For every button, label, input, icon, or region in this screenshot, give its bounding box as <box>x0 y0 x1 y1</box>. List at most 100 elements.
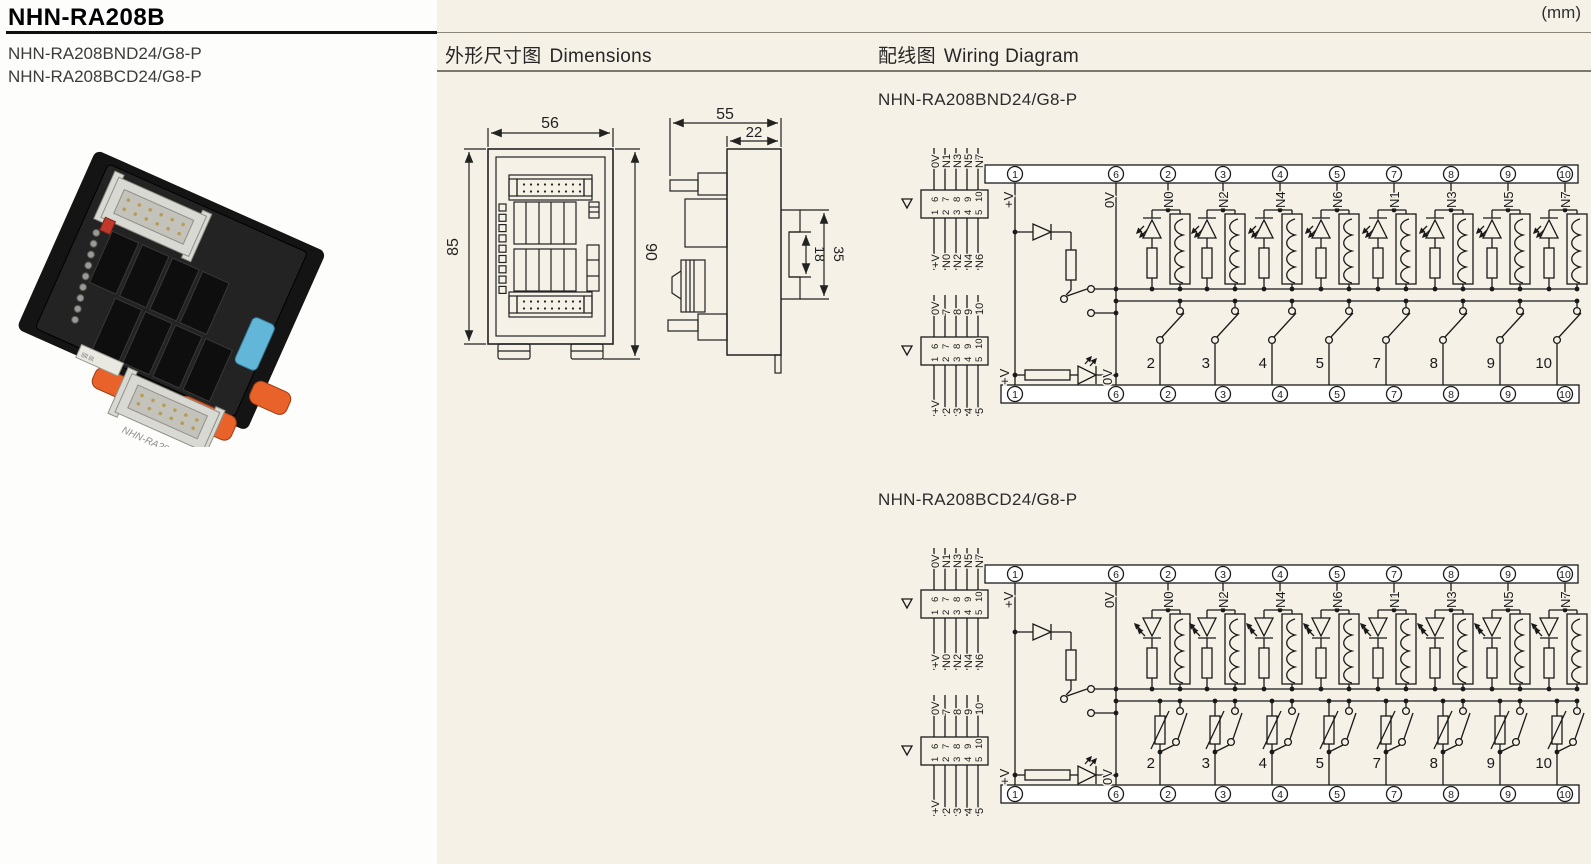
svg-text:4: 4 <box>963 408 975 414</box>
svg-text:2: 2 <box>941 210 952 215</box>
svg-text:8: 8 <box>1448 389 1454 401</box>
svg-text:7: 7 <box>941 344 952 349</box>
svg-text:N3: N3 <box>952 554 964 568</box>
svg-text:10: 10 <box>1559 789 1571 801</box>
svg-text:+V: +V <box>997 768 1012 785</box>
svg-text:4: 4 <box>1277 169 1283 181</box>
svg-text:5: 5 <box>974 757 985 762</box>
svg-text:1: 1 <box>1012 169 1018 181</box>
svg-text:0V: 0V <box>1102 592 1117 608</box>
svg-text:N5: N5 <box>963 154 975 168</box>
svg-text:N3: N3 <box>1444 591 1459 608</box>
svg-text:0V: 0V <box>1100 769 1115 785</box>
svg-text:6: 6 <box>1113 789 1119 801</box>
dim-front-height-outer: 90 <box>642 243 659 261</box>
svg-text:9: 9 <box>1505 389 1511 401</box>
section-rule-bottom <box>437 70 1591 72</box>
svg-text:4: 4 <box>1277 389 1283 401</box>
wiring-diagram-1-title: NHN-RA208BND24/G8-P <box>878 90 1078 109</box>
title-rule <box>6 31 437 34</box>
svg-text:5: 5 <box>1334 789 1340 801</box>
svg-text:1: 1 <box>1012 789 1018 801</box>
svg-text:7: 7 <box>941 197 952 202</box>
svg-text:1: 1 <box>1012 569 1018 581</box>
svg-text:7: 7 <box>941 309 953 315</box>
svg-text:2: 2 <box>1165 789 1171 801</box>
svg-text:8: 8 <box>1430 755 1438 772</box>
svg-text:9: 9 <box>963 597 974 602</box>
svg-text:8: 8 <box>1448 569 1454 581</box>
product-photo: ||||| |||| NHN-RA208BND24 <box>18 151 325 447</box>
svg-text:8: 8 <box>1448 789 1454 801</box>
svg-text:4: 4 <box>963 610 974 615</box>
svg-text:5: 5 <box>1316 755 1324 772</box>
section-rule-top <box>437 32 1591 33</box>
svg-text:+V: +V <box>930 254 942 268</box>
svg-text:1: 1 <box>930 357 941 362</box>
svg-text:N6: N6 <box>1330 191 1345 208</box>
svg-text:10: 10 <box>974 338 985 349</box>
wiring-diagram-2-title: NHN-RA208BCD24/G8-P <box>878 490 1078 509</box>
svg-text:N4: N4 <box>1273 591 1288 608</box>
model-line: NHN-RA208BND24/G8-P <box>8 44 202 63</box>
svg-text:5: 5 <box>974 357 985 362</box>
svg-text:6: 6 <box>1113 569 1119 581</box>
svg-text:4: 4 <box>1259 355 1267 372</box>
svg-text:N1: N1 <box>1387 591 1402 608</box>
svg-text:10: 10 <box>1559 389 1571 401</box>
svg-text:0V: 0V <box>1102 192 1117 208</box>
svg-text:7: 7 <box>1391 569 1397 581</box>
svg-text:N7: N7 <box>1558 191 1573 208</box>
svg-text:2: 2 <box>941 357 952 362</box>
svg-text:5: 5 <box>974 210 985 215</box>
svg-text:5: 5 <box>974 408 986 414</box>
svg-text:N5: N5 <box>963 554 975 568</box>
svg-text:7: 7 <box>1391 389 1397 401</box>
svg-text:8: 8 <box>952 709 964 715</box>
red-jumper <box>99 216 117 236</box>
svg-text:5: 5 <box>1334 169 1340 181</box>
svg-text:10: 10 <box>1535 755 1552 772</box>
svg-text:5: 5 <box>1316 355 1324 372</box>
svg-text:9: 9 <box>1487 755 1495 772</box>
svg-text:10: 10 <box>974 703 986 715</box>
svg-text:7: 7 <box>1391 169 1397 181</box>
svg-text:9: 9 <box>963 744 974 749</box>
svg-text:1: 1 <box>930 757 941 762</box>
dim-side-depth: 55 <box>716 106 734 123</box>
ejector-lever <box>234 317 275 371</box>
unit-label: (mm) <box>1541 3 1581 22</box>
svg-text:7: 7 <box>1373 755 1381 772</box>
svg-text:10: 10 <box>974 591 985 602</box>
spec-label-text: ||||| |||| <box>80 352 94 363</box>
svg-text:2: 2 <box>941 757 952 762</box>
svg-text:3: 3 <box>1202 355 1210 372</box>
wiring-header-zh: 配线图 <box>878 46 936 67</box>
svg-text:2: 2 <box>941 610 952 615</box>
svg-text:10: 10 <box>1559 169 1571 181</box>
svg-text:+V: +V <box>997 368 1012 385</box>
svg-text:7: 7 <box>941 709 953 715</box>
svg-text:9: 9 <box>1505 569 1511 581</box>
svg-text:9: 9 <box>963 197 974 202</box>
dimension-front-view: 56 85 90 <box>445 115 659 360</box>
wiring-diagram-svg: 1166223344557788991010+V+V0V0VN02N23N44N… <box>900 148 1588 416</box>
dim-side-body: 22 <box>746 124 763 141</box>
page-title: NHN-RA208B <box>8 4 166 31</box>
svg-text:3: 3 <box>1220 169 1226 181</box>
svg-text:7: 7 <box>941 597 952 602</box>
svg-text:6: 6 <box>930 197 941 202</box>
dimension-side-view: 55 22 18 35 <box>667 106 847 374</box>
svg-text:4: 4 <box>963 808 975 814</box>
dim-side-notch: 18 <box>812 246 828 262</box>
dimensions-header-zh: 外形尺寸图 <box>445 46 542 67</box>
svg-text:+V: +V <box>930 800 942 814</box>
svg-text:N0: N0 <box>1161 191 1176 208</box>
svg-text:5: 5 <box>1334 569 1340 581</box>
svg-text:2: 2 <box>1147 355 1155 372</box>
svg-text:10: 10 <box>974 738 985 749</box>
svg-text:N2: N2 <box>1216 591 1231 608</box>
svg-text:10: 10 <box>974 191 985 202</box>
